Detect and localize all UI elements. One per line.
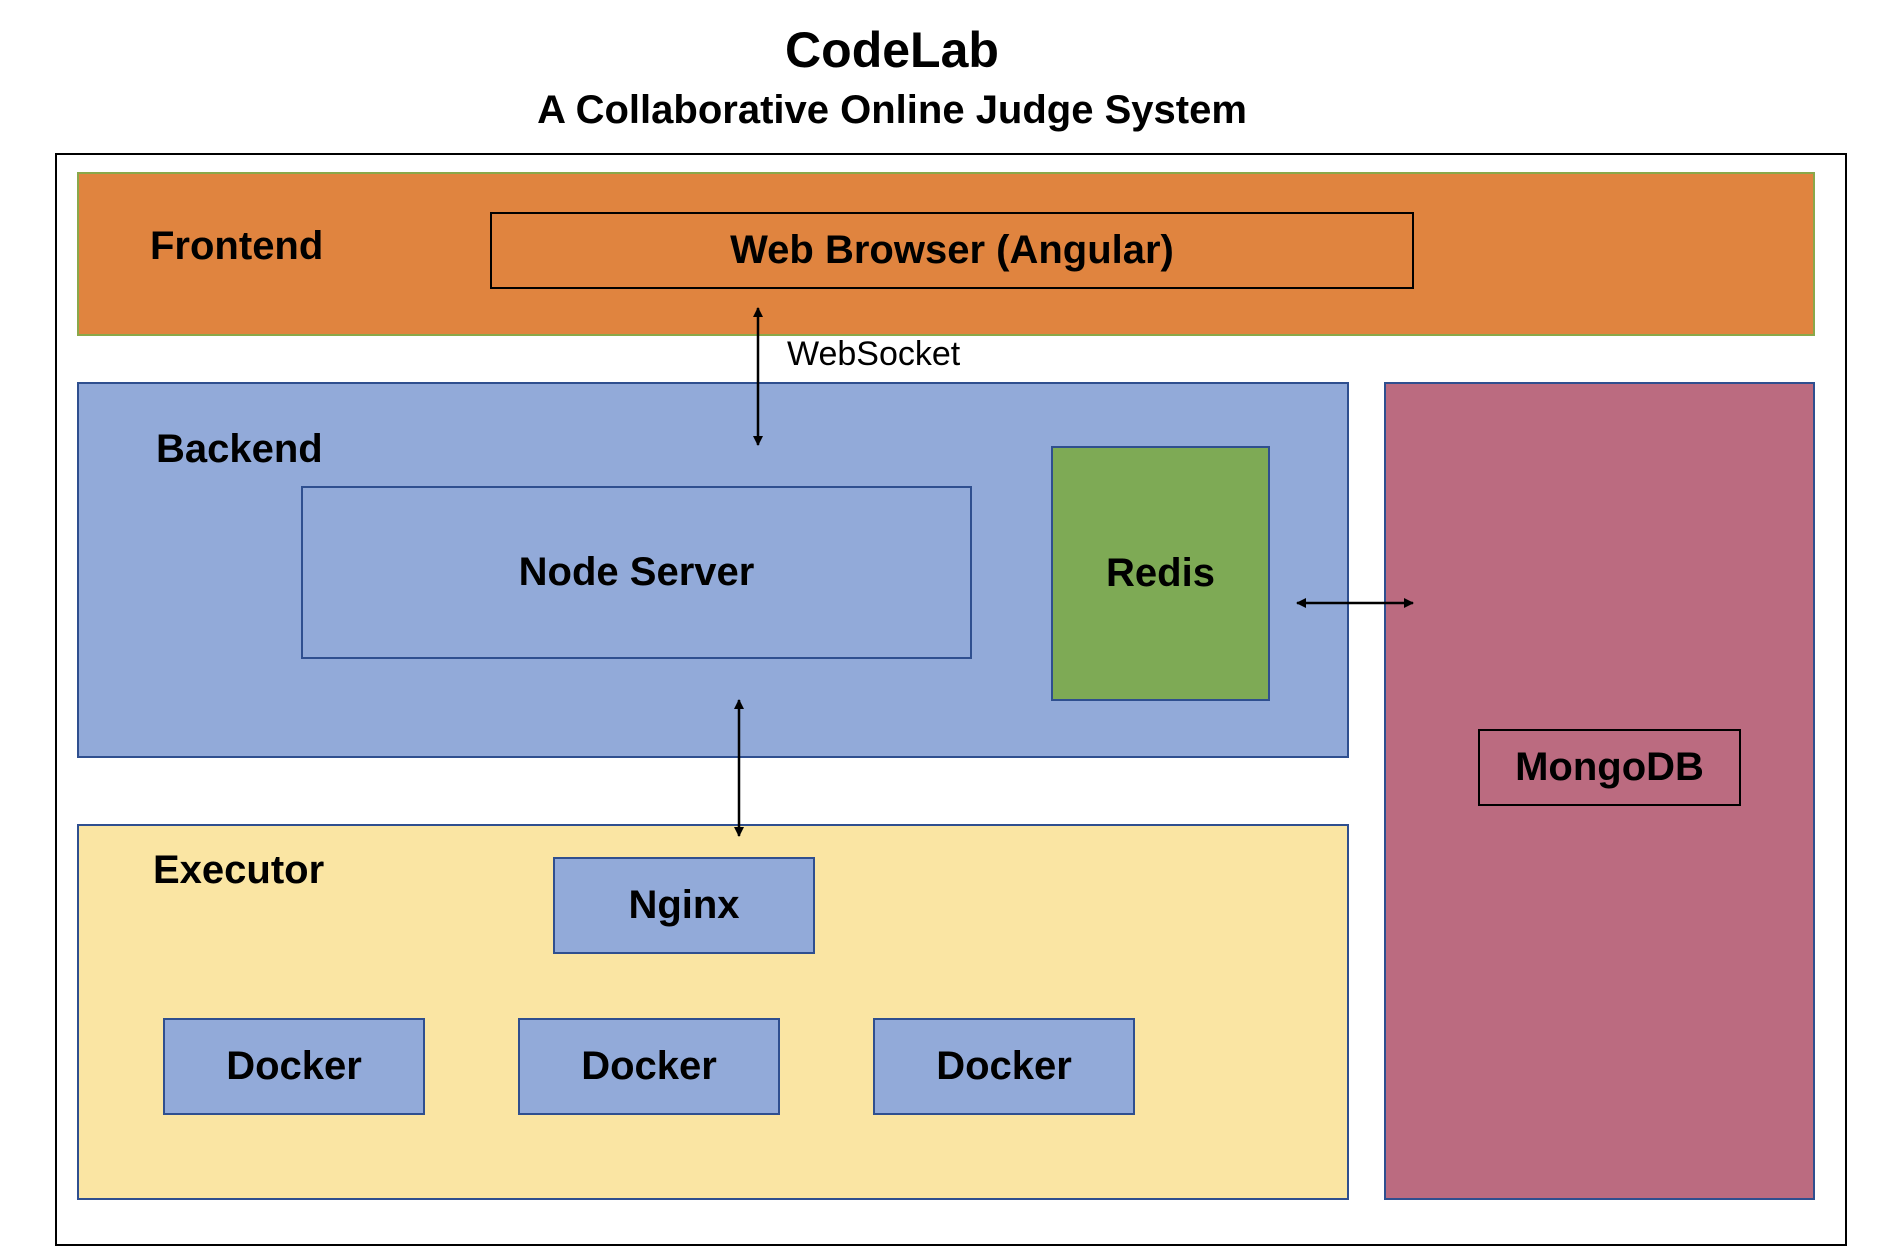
- web-browser-box: Web Browser (Angular): [490, 212, 1414, 289]
- executor-label: Executor: [153, 848, 325, 892]
- node-server-label: Node Server: [518, 550, 755, 594]
- backend-label: Backend: [156, 427, 323, 471]
- docker-label: Docker: [226, 1044, 362, 1088]
- diagram-frame: [55, 153, 1847, 1246]
- docker-box-1: Docker: [163, 1018, 425, 1115]
- diagram-subtitle: A Collaborative Online Judge System: [537, 88, 1247, 132]
- redis-box: Redis: [1051, 446, 1270, 701]
- node-server-box: Node Server: [301, 486, 972, 659]
- mongodb-box: MongoDB: [1478, 729, 1741, 806]
- nginx-label: Nginx: [628, 883, 740, 927]
- web-browser-label: Web Browser (Angular): [730, 228, 1174, 272]
- diagram-title: CodeLab: [785, 22, 999, 78]
- mongodb-label: MongoDB: [1515, 745, 1704, 789]
- docker-box-2: Docker: [518, 1018, 780, 1115]
- docker-box-3: Docker: [873, 1018, 1135, 1115]
- nginx-box: Nginx: [553, 857, 815, 954]
- frontend-label: Frontend: [150, 224, 324, 268]
- docker-label: Docker: [581, 1044, 717, 1088]
- docker-label: Docker: [936, 1044, 1072, 1088]
- websocket-label: WebSocket: [787, 335, 961, 373]
- redis-label: Redis: [1106, 551, 1215, 595]
